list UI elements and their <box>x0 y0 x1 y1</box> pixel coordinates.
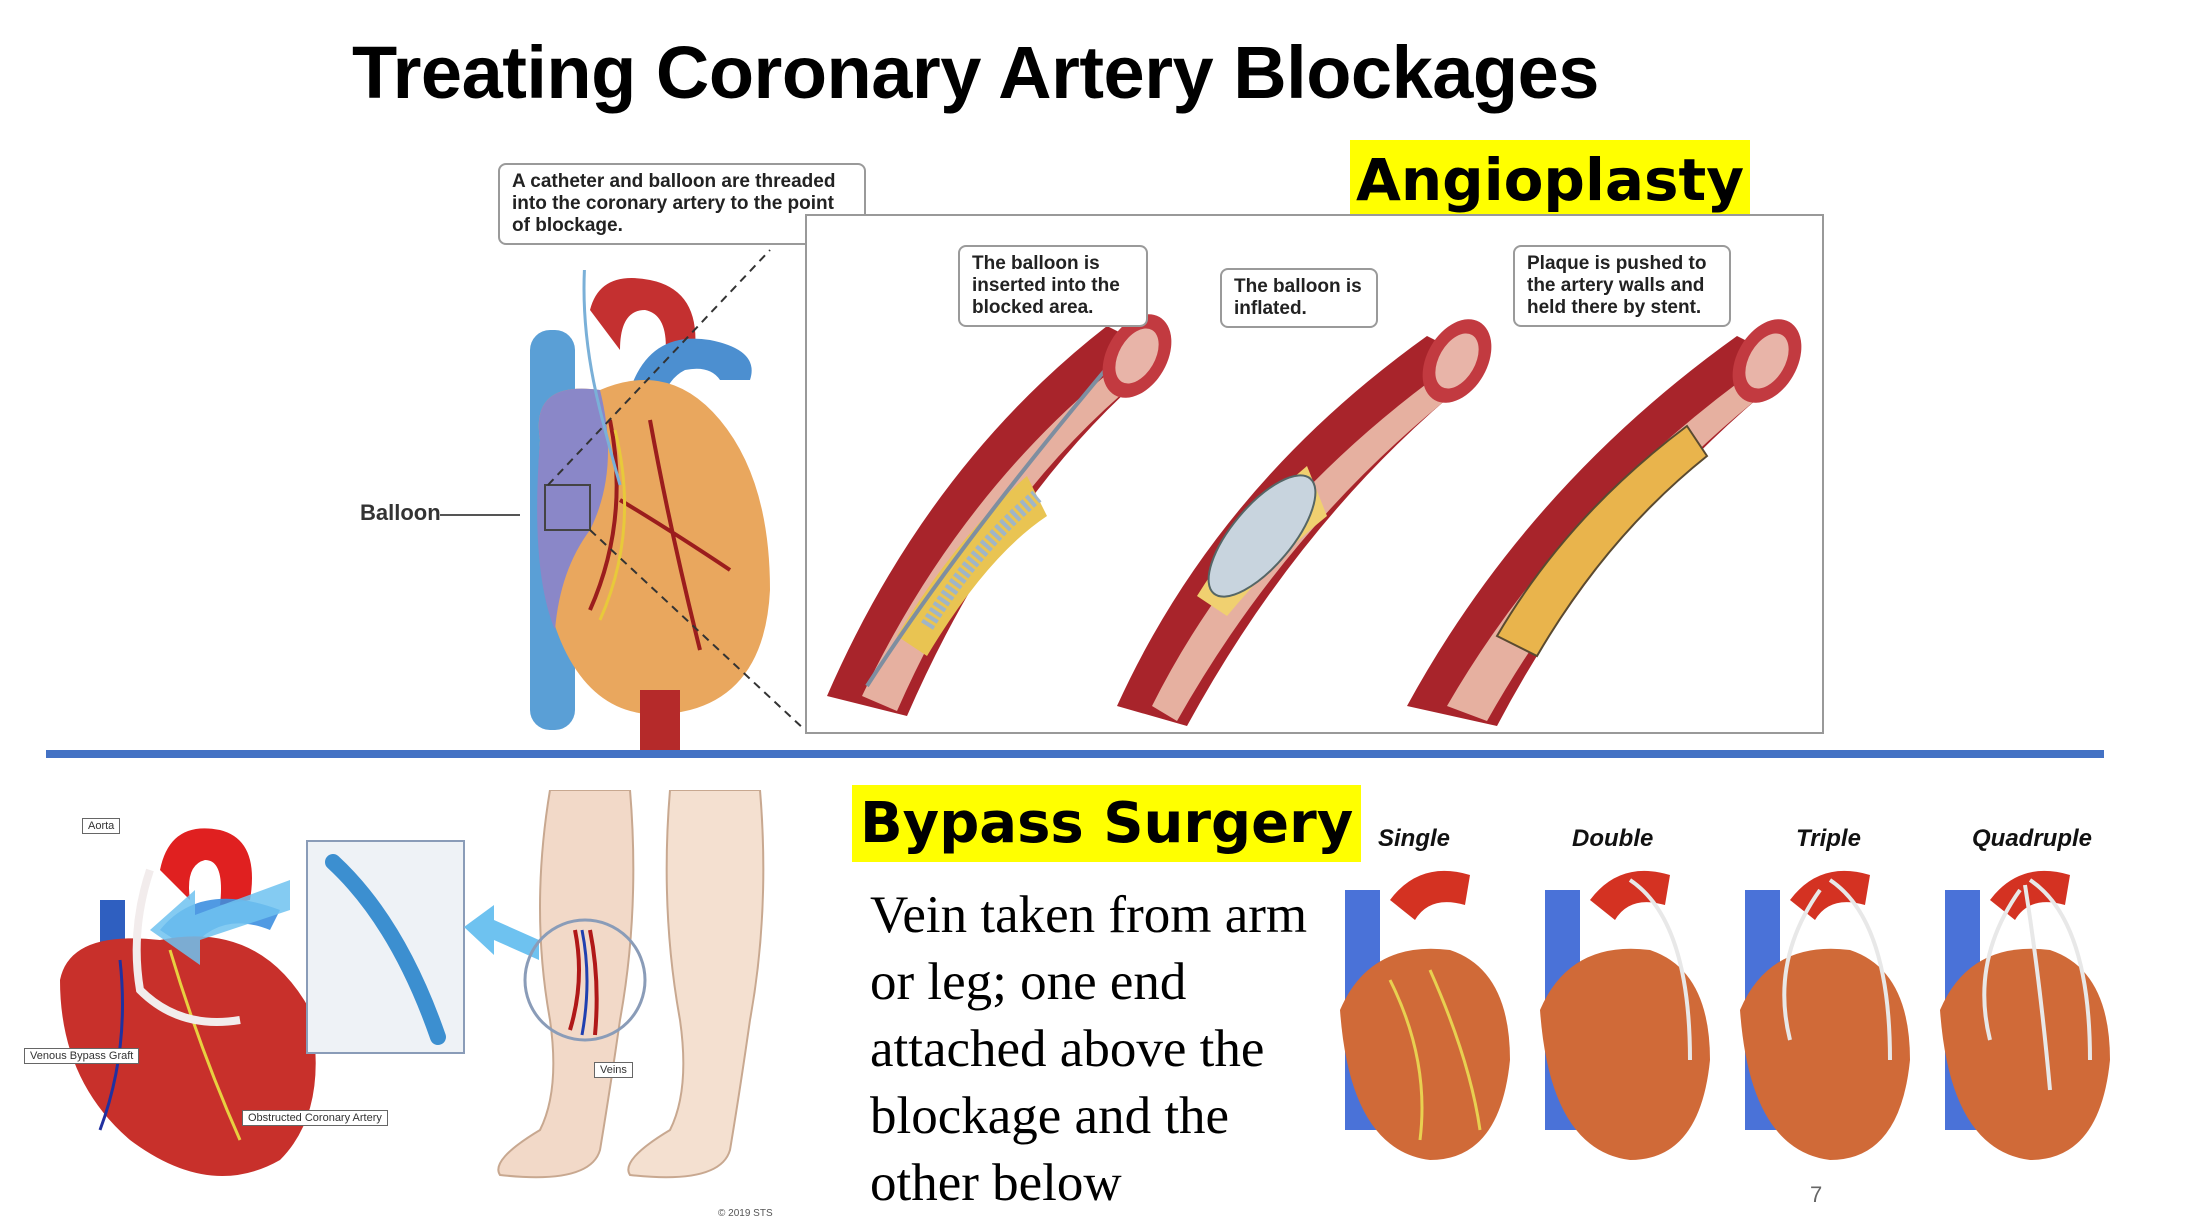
section-divider <box>46 750 2104 758</box>
heart-single <box>1340 870 1510 1160</box>
type-triple: Triple <box>1796 825 1861 852</box>
slide-title: Treating Coronary Artery Blockages <box>352 31 1599 114</box>
bypass-heading: Bypass Surgery <box>852 785 1362 862</box>
artery-stage-2 <box>1117 319 1492 726</box>
aorta-tag: Aorta <box>82 818 121 834</box>
veins-tag: Veins <box>594 1062 633 1078</box>
arrow-to-heart <box>150 880 290 965</box>
heart-double <box>1540 870 1710 1160</box>
callout-catheter: A catheter and balloon are threaded into… <box>498 163 866 245</box>
graft-tag: Venous Bypass Graft <box>24 1048 140 1064</box>
vein-segment-box <box>306 840 465 1054</box>
artery-stage-1 <box>827 314 1172 716</box>
type-double: Double <box>1572 825 1654 852</box>
callout-step-2: The balloon is inflated. <box>1220 268 1378 328</box>
callout-step-1: The balloon is inserted into the blocked… <box>958 245 1148 327</box>
arrow-to-box <box>464 905 539 960</box>
artery-stage-3 <box>1407 319 1802 726</box>
artery-stages <box>827 314 1802 726</box>
copyright: © 2019 STS <box>718 1208 773 1219</box>
heart-illustration-angioplasty <box>530 270 770 750</box>
type-quadruple: Quadruple <box>1972 825 2093 852</box>
heart-quadruple <box>1940 870 2110 1160</box>
angioplasty-heading: Angioplasty <box>1350 140 1751 220</box>
legs-illustration <box>497 790 765 1179</box>
callout-step-3: Plaque is pushed to the artery walls and… <box>1513 245 1731 327</box>
balloon-label: Balloon <box>360 500 441 525</box>
bypass-description: Vein taken from arm or leg; one end atta… <box>870 886 1308 1212</box>
page-number: 7 <box>1810 1182 1823 1207</box>
bypass-types-hearts <box>1340 870 2110 1160</box>
vein-segment <box>325 854 446 1045</box>
zoom-lines <box>547 249 806 731</box>
obstructed-tag: Obstructed Coronary Artery <box>242 1110 388 1126</box>
type-single: Single <box>1378 825 1451 852</box>
heart-triple <box>1740 870 1910 1160</box>
balloon-leader <box>440 514 520 516</box>
bypass-heart-illustration <box>60 828 316 1176</box>
